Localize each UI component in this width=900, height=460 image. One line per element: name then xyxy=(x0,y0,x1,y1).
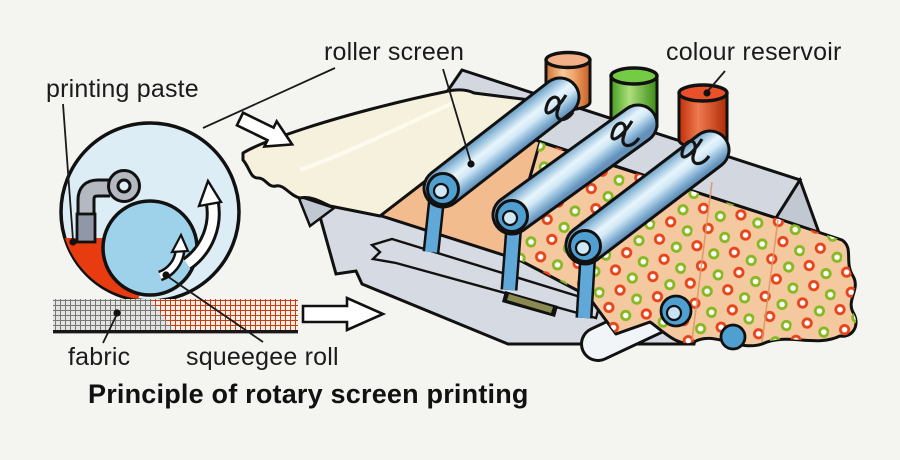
label-fabric: fabric xyxy=(68,343,131,371)
fabric-strip xyxy=(53,299,298,334)
label-squeegee-roll: squeegee roll xyxy=(186,343,339,371)
fabric-in xyxy=(241,88,540,218)
leader-dots xyxy=(69,89,711,317)
label-roller-screen: roller screen xyxy=(324,38,465,66)
fabric-strip-unprinted xyxy=(53,299,174,331)
label-colour-reservoir: colour reservoir xyxy=(666,38,842,66)
screen-cross-section xyxy=(59,121,241,303)
paste-pipe xyxy=(75,169,141,244)
leader-lines xyxy=(62,67,726,344)
printing-paste-pool xyxy=(65,238,140,299)
printed-fabric xyxy=(506,140,858,351)
diagram-title: Principle of rotary screen printing xyxy=(88,379,529,409)
screen-rotation-arrow xyxy=(182,178,223,271)
label-printing-paste: printing paste xyxy=(46,75,199,103)
slot-plate-inner xyxy=(507,294,553,313)
printing-machine xyxy=(241,50,858,362)
roller-screen-1 xyxy=(422,76,581,209)
roller-screens xyxy=(422,76,731,319)
feed-arrow xyxy=(235,110,295,148)
output-arrow xyxy=(301,295,387,333)
roller-screen-3 xyxy=(564,129,731,266)
